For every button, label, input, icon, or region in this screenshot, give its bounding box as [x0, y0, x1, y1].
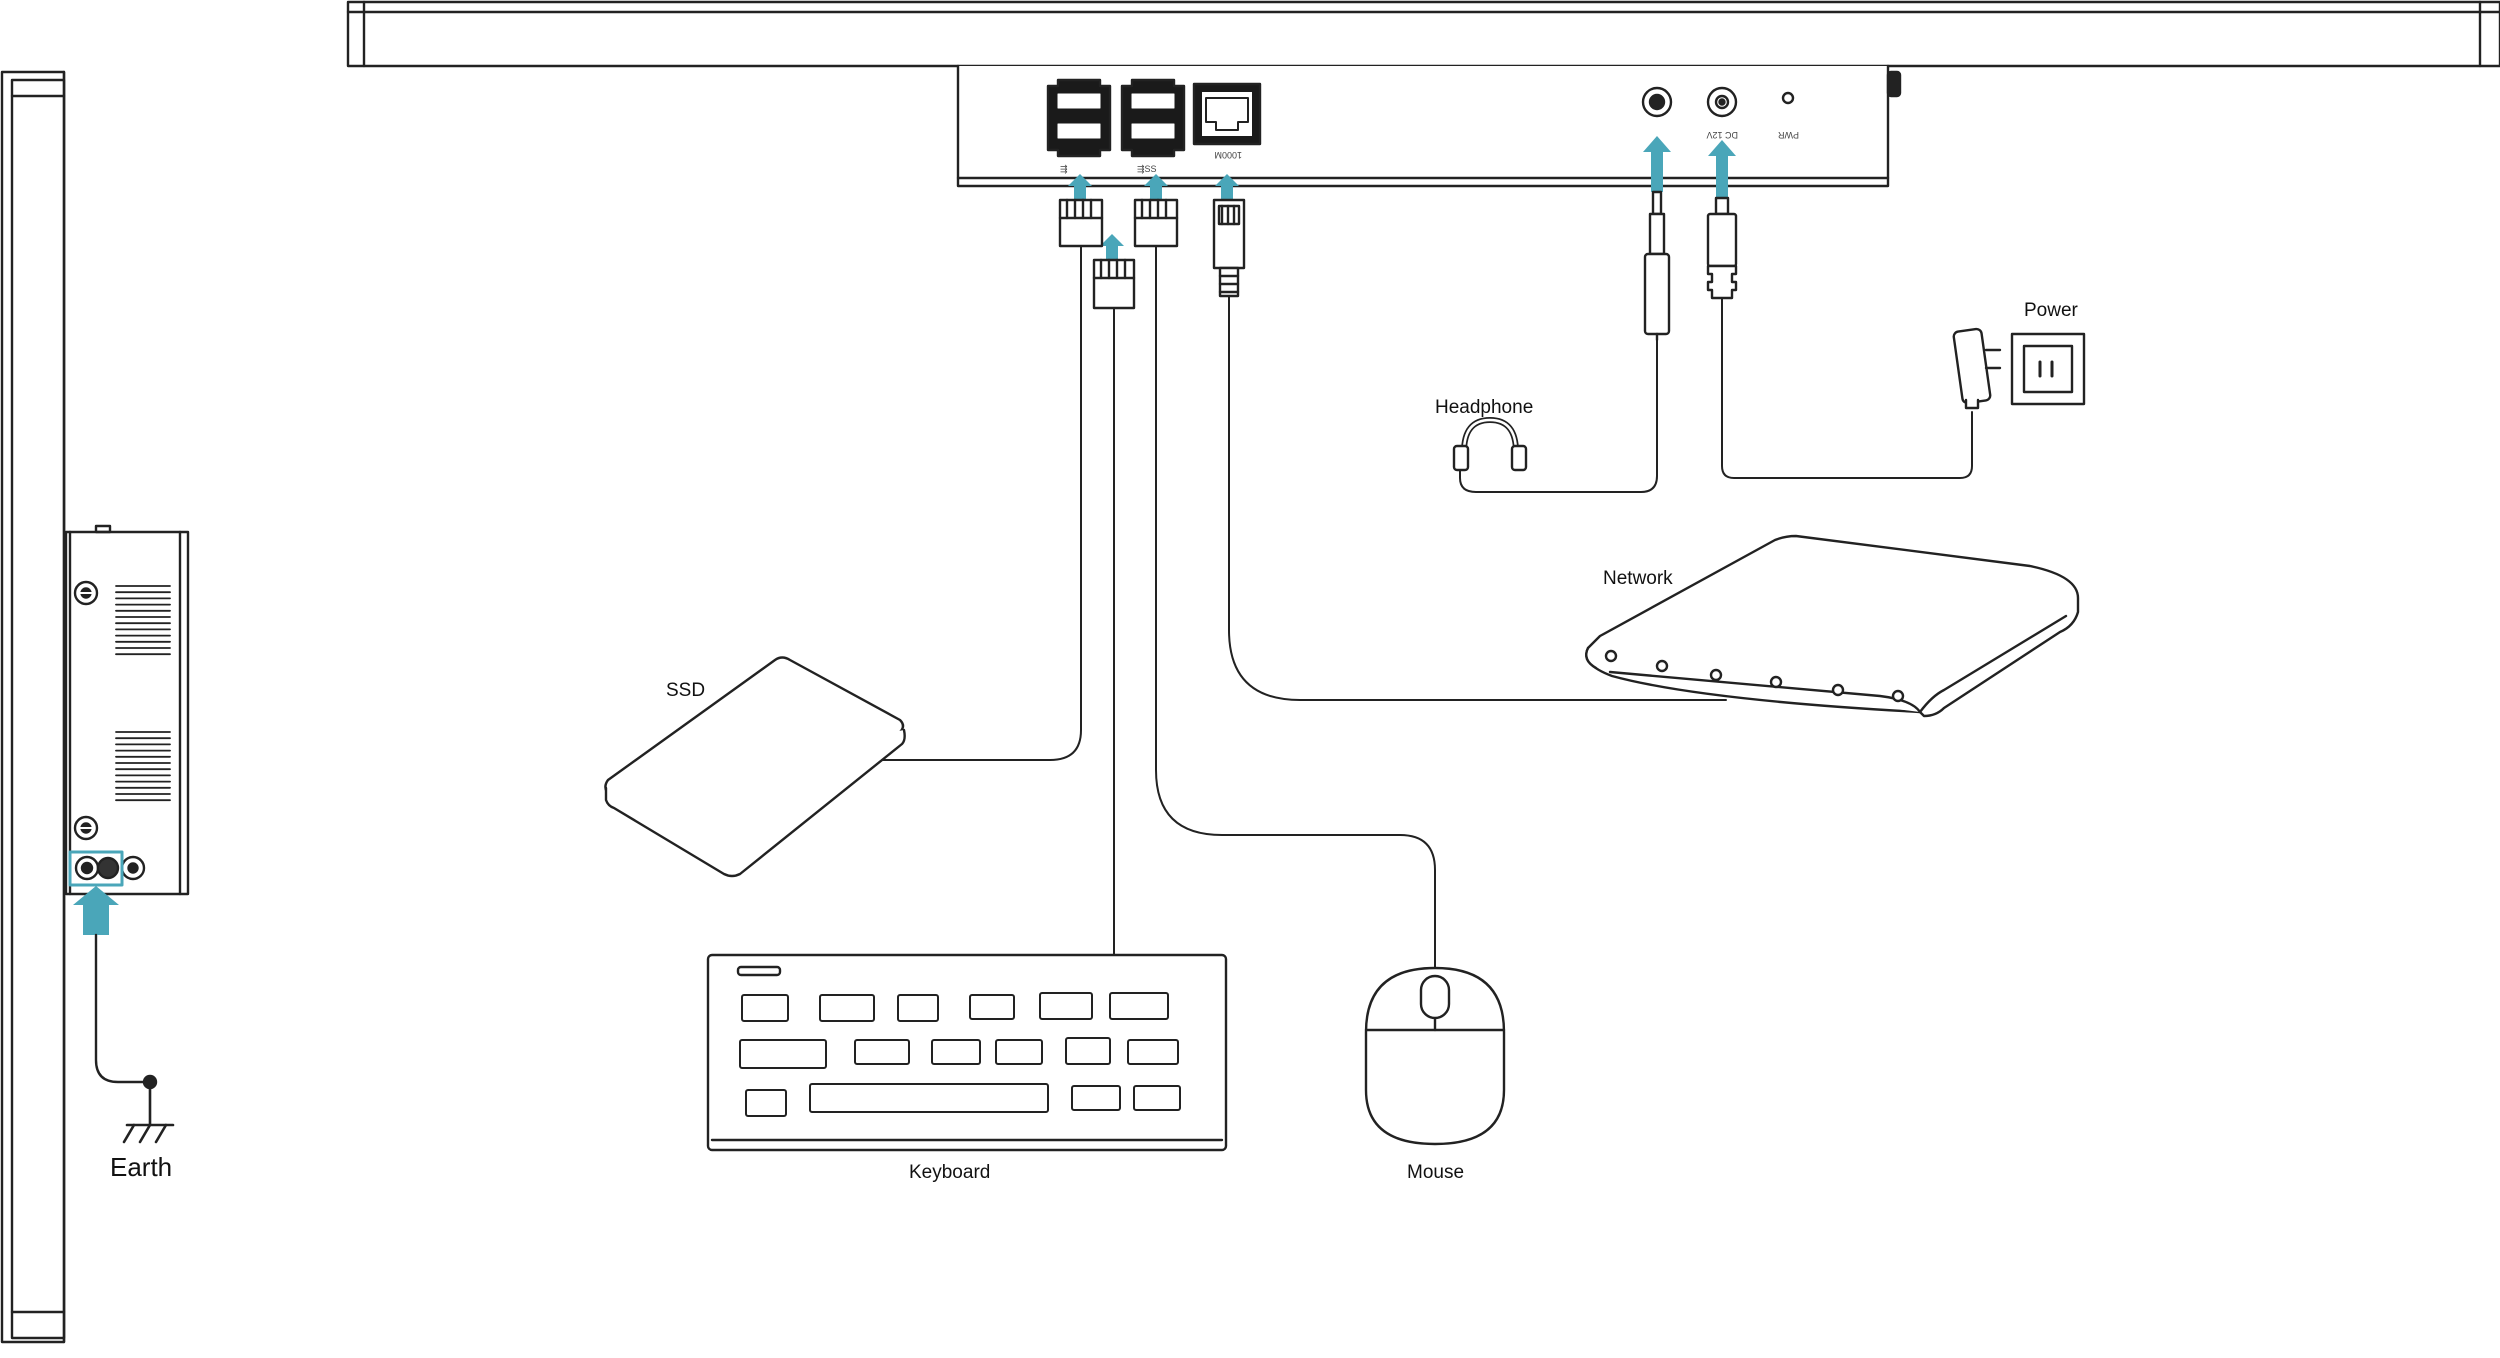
- audio-jack-icon: [1641, 86, 1673, 118]
- keyboard-key: [1065, 1037, 1111, 1065]
- keyboard-key: [1071, 1085, 1121, 1111]
- network-label: Network: [1603, 568, 1673, 589]
- keyboard-key: [897, 994, 939, 1022]
- keyboard-key: [931, 1039, 981, 1065]
- usb-plug-icon: [1058, 198, 1104, 248]
- mouse-label: Mouse: [1407, 1162, 1464, 1183]
- keyboard-key: [745, 1089, 787, 1117]
- usb-plug-icon: [1092, 258, 1136, 310]
- vent-slots: [115, 585, 171, 802]
- mouse-cable: [1155, 245, 1436, 975]
- audio-plug-icon: [1643, 190, 1671, 342]
- port-arrows: [1068, 136, 1736, 260]
- usb-arrow-icon: [1068, 174, 1092, 200]
- keyboard-icon: [706, 953, 1228, 1152]
- cables: [879, 245, 1973, 975]
- dc-plug-icon: [1706, 196, 1738, 300]
- ssd-label: SSD: [666, 680, 705, 701]
- power-cable: [1721, 297, 1973, 479]
- usb-arrow-icon: [1144, 174, 1168, 200]
- headphone-cable: [1459, 339, 1658, 493]
- ground-arrow-icon: [73, 886, 119, 935]
- lan-arrow-icon: [1215, 174, 1239, 200]
- network-cable: [1228, 295, 1727, 701]
- keyboard-keys: [739, 992, 1181, 1117]
- keyboard-key: [969, 994, 1015, 1020]
- usb-port-icon: [1046, 78, 1112, 158]
- keyboard-key: [1127, 1039, 1179, 1065]
- svg-text:⇶: ⇶: [1060, 164, 1068, 174]
- keyboard-key: [854, 1039, 910, 1065]
- keyboard-key: [739, 1039, 827, 1069]
- keyboard-key: [741, 994, 789, 1022]
- dc-arrow-icon: [1708, 140, 1736, 198]
- audio-arrow-icon: [1643, 136, 1671, 192]
- keyboard-key: [1039, 992, 1093, 1020]
- network-switch-icon: [1585, 534, 2080, 718]
- dc-jack-icon: [1706, 86, 1738, 118]
- ssd-icon: [604, 656, 906, 878]
- keyboard-key: [819, 994, 875, 1022]
- screw-icon: [73, 815, 99, 841]
- power-socket-icon: [2010, 332, 2086, 406]
- dc-port-label: DC 12V: [1706, 130, 1738, 140]
- ground-screw-icon: [74, 855, 120, 881]
- keyboard-label: Keyboard: [909, 1162, 990, 1183]
- earth-label: Earth: [110, 1152, 172, 1182]
- usb3-port-icon: [1120, 78, 1186, 158]
- keyboard-key: [809, 1083, 1049, 1113]
- keyboard-usb-arrow-icon: [1100, 234, 1124, 260]
- ground-terminal-highlight: [68, 850, 124, 887]
- keyboard-key: [995, 1039, 1043, 1065]
- power-adapter-icon: [1952, 327, 2002, 410]
- device-top-bezel: [346, 0, 2500, 68]
- usb-plug-icon: [1133, 198, 1179, 248]
- power-label: Power: [2024, 300, 2079, 321]
- io-panel: ⇶ ⇶SS 1000M DC 12V PWR: [956, 64, 1902, 188]
- screw-icon: [73, 580, 99, 606]
- mouse-icon: [1364, 966, 1506, 1146]
- ssd-cable: [879, 245, 1082, 761]
- headphone-icon: [1452, 417, 1528, 472]
- earth-ground-icon: [122, 1080, 175, 1144]
- lan-port-label: 1000M: [1214, 150, 1242, 160]
- earth-wire: [94, 933, 152, 1084]
- rj45-plug-icon: [1212, 198, 1246, 298]
- device-side-view: Earth: [0, 70, 190, 1344]
- keyboard-key: [1133, 1085, 1181, 1111]
- pwr-label: PWR: [1778, 130, 1799, 140]
- keyboard-key: [1109, 992, 1169, 1020]
- headphone-label: Headphone: [1435, 397, 1533, 418]
- svg-text:⇶SS: ⇶SS: [1137, 164, 1157, 174]
- lan-port-icon: [1192, 82, 1262, 146]
- power-led-icon: [1781, 91, 1795, 105]
